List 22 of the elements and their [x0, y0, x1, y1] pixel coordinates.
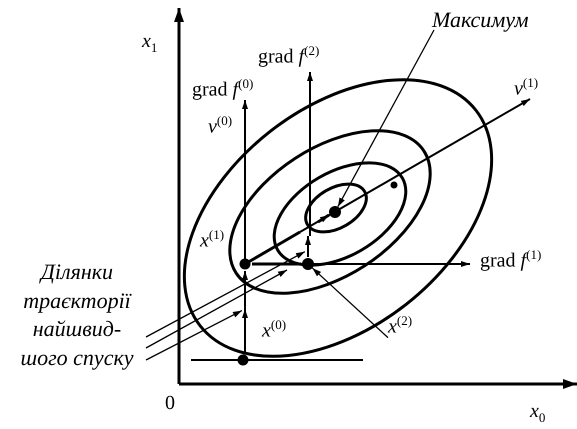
- trajectory-segment: [305, 233, 311, 260]
- leader-line: [337, 30, 435, 208]
- annotation-text: Ділянки траєкторії найшвид- шого спуску: [8, 258, 146, 372]
- leader-line: [146, 251, 306, 338]
- vector-label: grad f$^{(0)}$: [192, 77, 254, 101]
- origin-label: 0: [165, 392, 175, 414]
- callout-text: Максимум: [432, 8, 529, 32]
- point-marker: [329, 206, 341, 218]
- leader-line: [146, 269, 288, 349]
- axis-label: x$_{0}$: [530, 400, 546, 426]
- trajectory-segment: [249, 261, 304, 267]
- leader-line: [312, 268, 388, 338]
- point-label: x$^{(1)}$: [200, 228, 224, 252]
- vector-label: v$^{(1)}$: [514, 76, 538, 100]
- point-label: x$^{(0)}$: [262, 318, 286, 342]
- axis-label: x$_{1}$: [142, 30, 158, 56]
- point-marker: [302, 258, 314, 270]
- leader-line: [146, 310, 242, 361]
- vector-label: grad f$^{(1)}$: [480, 248, 542, 272]
- vector-label: grad f$^{(2)}$: [258, 44, 320, 68]
- vector-label: v$^{(0)}$: [208, 114, 232, 138]
- point-label: x$^{(2)}$: [388, 314, 412, 338]
